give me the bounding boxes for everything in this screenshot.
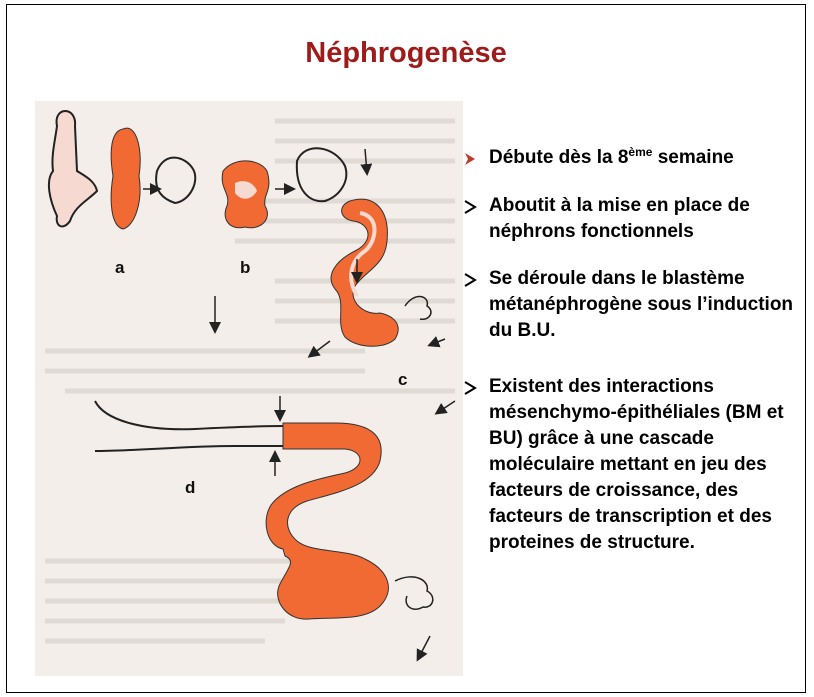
vesicle-a — [111, 128, 140, 229]
slide: Néphrogenèse — [6, 4, 806, 693]
nephrogenesis-figure: a b c d — [35, 101, 463, 676]
slide-title: Néphrogenèse — [7, 37, 805, 70]
bullet-text-1-start: Débute dès la 8 — [489, 147, 628, 168]
bullet-text-3: Se déroule dans le blastème métanéphrogè… — [489, 268, 793, 341]
bullet-item-2: Aboutit à la mise en place de néphrons f… — [459, 193, 804, 245]
black-chevron-icon — [463, 273, 477, 287]
black-chevron-icon — [463, 200, 477, 214]
label-d: d — [185, 478, 195, 497]
bullet-text-2: Aboutit à la mise en place de néphrons f… — [489, 195, 750, 242]
bullet-list: Débute dès la 8ème semaine Aboutit à la … — [459, 145, 804, 556]
bullet-item-1: Débute dès la 8ème semaine — [459, 145, 804, 171]
red-chevron-icon — [463, 152, 477, 166]
nephrogenesis-diagram: a b c d — [35, 101, 463, 676]
bullet-text-1-sup: ème — [628, 145, 652, 159]
label-c: c — [398, 370, 407, 389]
label-a: a — [115, 258, 125, 277]
bullet-text-4: Existent des interactions mésenchymo-épi… — [489, 376, 784, 553]
label-b: b — [240, 258, 250, 277]
bullet-text-1-end: semaine — [652, 147, 733, 168]
bullet-item-3: Se déroule dans le blastème métanéphrogè… — [459, 266, 804, 344]
black-chevron-icon — [463, 381, 477, 395]
bullet-item-4: Existent des interactions mésenchymo-épi… — [459, 374, 804, 556]
